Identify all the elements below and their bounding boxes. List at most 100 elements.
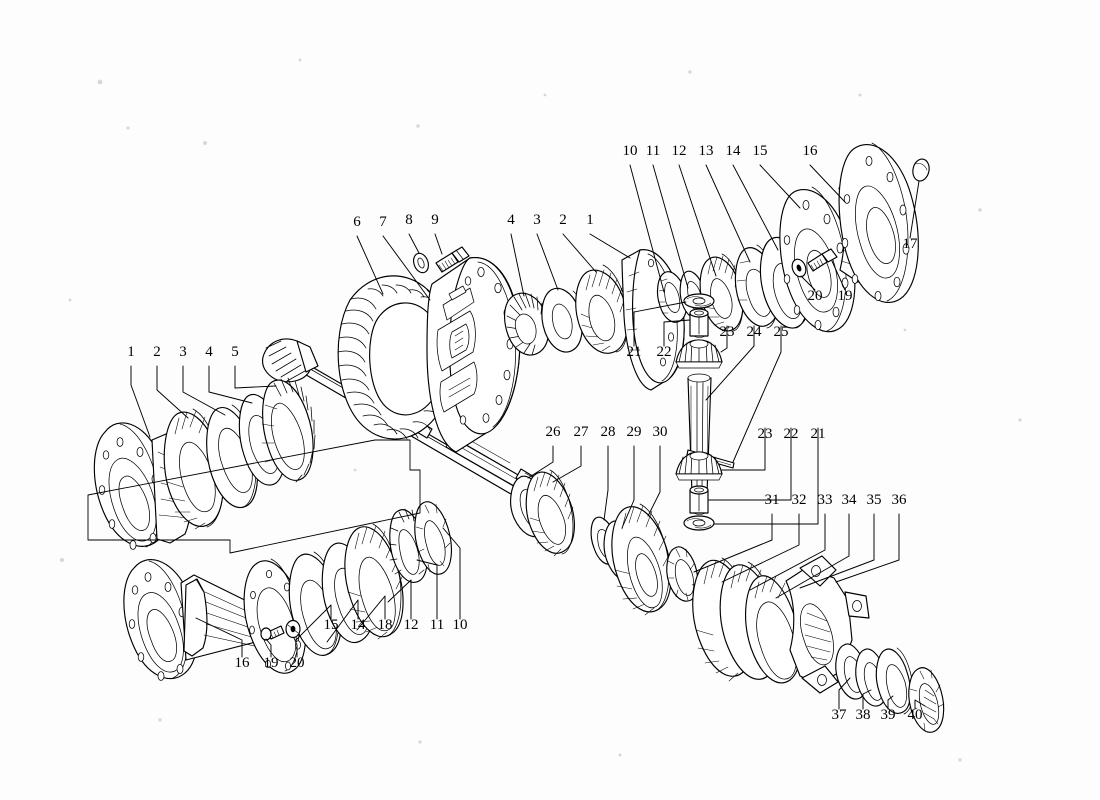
callout-number: 24 bbox=[747, 324, 763, 340]
callout-number: 12 bbox=[404, 617, 419, 633]
bearing-30-rollers bbox=[614, 505, 671, 616]
part-21-thrust-washer-bottom bbox=[683, 515, 715, 531]
callout-number: 15 bbox=[753, 143, 768, 159]
lower-left-axle-group bbox=[123, 501, 453, 681]
part-20-washer bbox=[791, 258, 807, 278]
callout-number: 37 bbox=[832, 707, 848, 723]
part-34-bearing-inner bbox=[745, 575, 801, 684]
callout-number: 20 bbox=[290, 655, 305, 671]
taper-bearing-2 bbox=[575, 264, 629, 354]
callout-number: 10 bbox=[623, 143, 638, 159]
spider-gear-column bbox=[675, 293, 735, 531]
callout-number: 14 bbox=[726, 143, 742, 159]
pinion-shaft-bearing-group bbox=[510, 469, 672, 616]
part-20-washer-lower bbox=[285, 619, 301, 639]
part-19-bolt bbox=[807, 248, 838, 272]
part-5-splined-gear bbox=[261, 377, 316, 483]
leader-lines bbox=[130, 164, 926, 710]
part-27-bearing bbox=[525, 469, 575, 557]
callout-number: 3 bbox=[179, 344, 187, 360]
callout-number: 29 bbox=[627, 424, 642, 440]
callout-number: 16 bbox=[803, 143, 819, 159]
callout-number: 19 bbox=[838, 288, 853, 304]
callout-number: 39 bbox=[881, 707, 896, 723]
callout-number: 34 bbox=[842, 492, 858, 508]
part-22-bush-top bbox=[689, 308, 709, 338]
callout-number: 13 bbox=[699, 143, 714, 159]
callout-number: 33 bbox=[818, 492, 833, 508]
callout-number: 2 bbox=[559, 212, 567, 228]
callout-number: 28 bbox=[601, 424, 616, 440]
callout-number: 22 bbox=[657, 344, 672, 360]
callout-number: 16 bbox=[235, 655, 251, 671]
hex-bolt-9 bbox=[435, 246, 470, 273]
bolt-washer-8 bbox=[413, 252, 429, 274]
callout-number: 10 bbox=[453, 617, 468, 633]
callout-number: 23 bbox=[758, 426, 773, 442]
part-23-bevel-gear-bottom bbox=[675, 451, 723, 481]
callout-number: 14 bbox=[351, 617, 367, 633]
callout-number: 8 bbox=[405, 212, 413, 228]
bolt-thread bbox=[438, 257, 456, 272]
callout-number: 31 bbox=[765, 492, 780, 508]
callout-number: 4 bbox=[205, 344, 213, 360]
callout-number: 1 bbox=[586, 212, 594, 228]
callout-number: 35 bbox=[867, 492, 882, 508]
callout-number: 9 bbox=[431, 212, 439, 228]
callout-number: 7 bbox=[379, 214, 387, 230]
differential-carrier-group bbox=[337, 246, 685, 453]
part-36-pinion-flange-yoke bbox=[785, 555, 870, 694]
part-1-output-flange bbox=[93, 422, 171, 550]
part-30-bearing bbox=[611, 503, 672, 616]
callout-number: 40 bbox=[908, 707, 923, 723]
part-5-teeth bbox=[273, 377, 316, 483]
callout-number: 22 bbox=[784, 426, 799, 442]
callout-number: 12 bbox=[672, 143, 687, 159]
pinion-head-teeth bbox=[265, 340, 306, 382]
callout-number: 26 bbox=[546, 424, 562, 440]
callout-number: 30 bbox=[653, 424, 668, 440]
castle-nut-40-slots bbox=[909, 669, 945, 732]
outer-hub-disc bbox=[838, 142, 919, 304]
part-19-bolt-lower bbox=[260, 625, 285, 641]
callout-number: 27 bbox=[574, 424, 590, 440]
part-31-lock-ring bbox=[666, 546, 699, 602]
callout-number: 5 bbox=[231, 344, 239, 360]
part-21-thrust-washer-top bbox=[683, 293, 715, 309]
callout-number: 25 bbox=[774, 324, 789, 340]
left-flange-group bbox=[93, 377, 316, 550]
crown-wheel bbox=[337, 275, 461, 440]
callout-number: 19 bbox=[264, 655, 279, 671]
callout-number: 15 bbox=[324, 617, 339, 633]
callout-number: 2 bbox=[153, 344, 161, 360]
shaft-spline-lines bbox=[450, 437, 519, 486]
part-22-bush-bottom bbox=[689, 485, 709, 515]
outer-hub-bolt-holes bbox=[841, 156, 910, 301]
callout-number: 6 bbox=[353, 214, 361, 230]
differential-case bbox=[426, 257, 521, 453]
lower-right-pinion-group bbox=[666, 546, 945, 733]
callout-number: 18 bbox=[378, 617, 393, 633]
callout-number: 11 bbox=[646, 143, 660, 159]
yoke-bore-splines bbox=[804, 612, 832, 661]
callout-number: 23 bbox=[720, 324, 735, 340]
callout-number: 17 bbox=[903, 236, 919, 252]
callout-number: 36 bbox=[892, 492, 908, 508]
callout-number: 4 bbox=[507, 212, 515, 228]
callout-number: 11 bbox=[430, 617, 444, 633]
part-23-bevel-gear-top bbox=[675, 339, 723, 369]
scan-speckles bbox=[60, 58, 1022, 762]
side-bevel-gear-4 bbox=[503, 292, 550, 356]
part-16-axle-flange bbox=[123, 559, 199, 681]
callout-number: 1 bbox=[127, 344, 135, 360]
callout-number: 38 bbox=[856, 707, 871, 723]
part-40-castle-nut bbox=[908, 667, 945, 733]
part-10-castle-nut bbox=[414, 501, 453, 575]
assembly-grouping-bracket bbox=[87, 439, 421, 554]
callout-number: 32 bbox=[792, 492, 807, 508]
upper-right-hub-group bbox=[656, 142, 930, 333]
part-12-bearing-lower bbox=[344, 523, 404, 640]
